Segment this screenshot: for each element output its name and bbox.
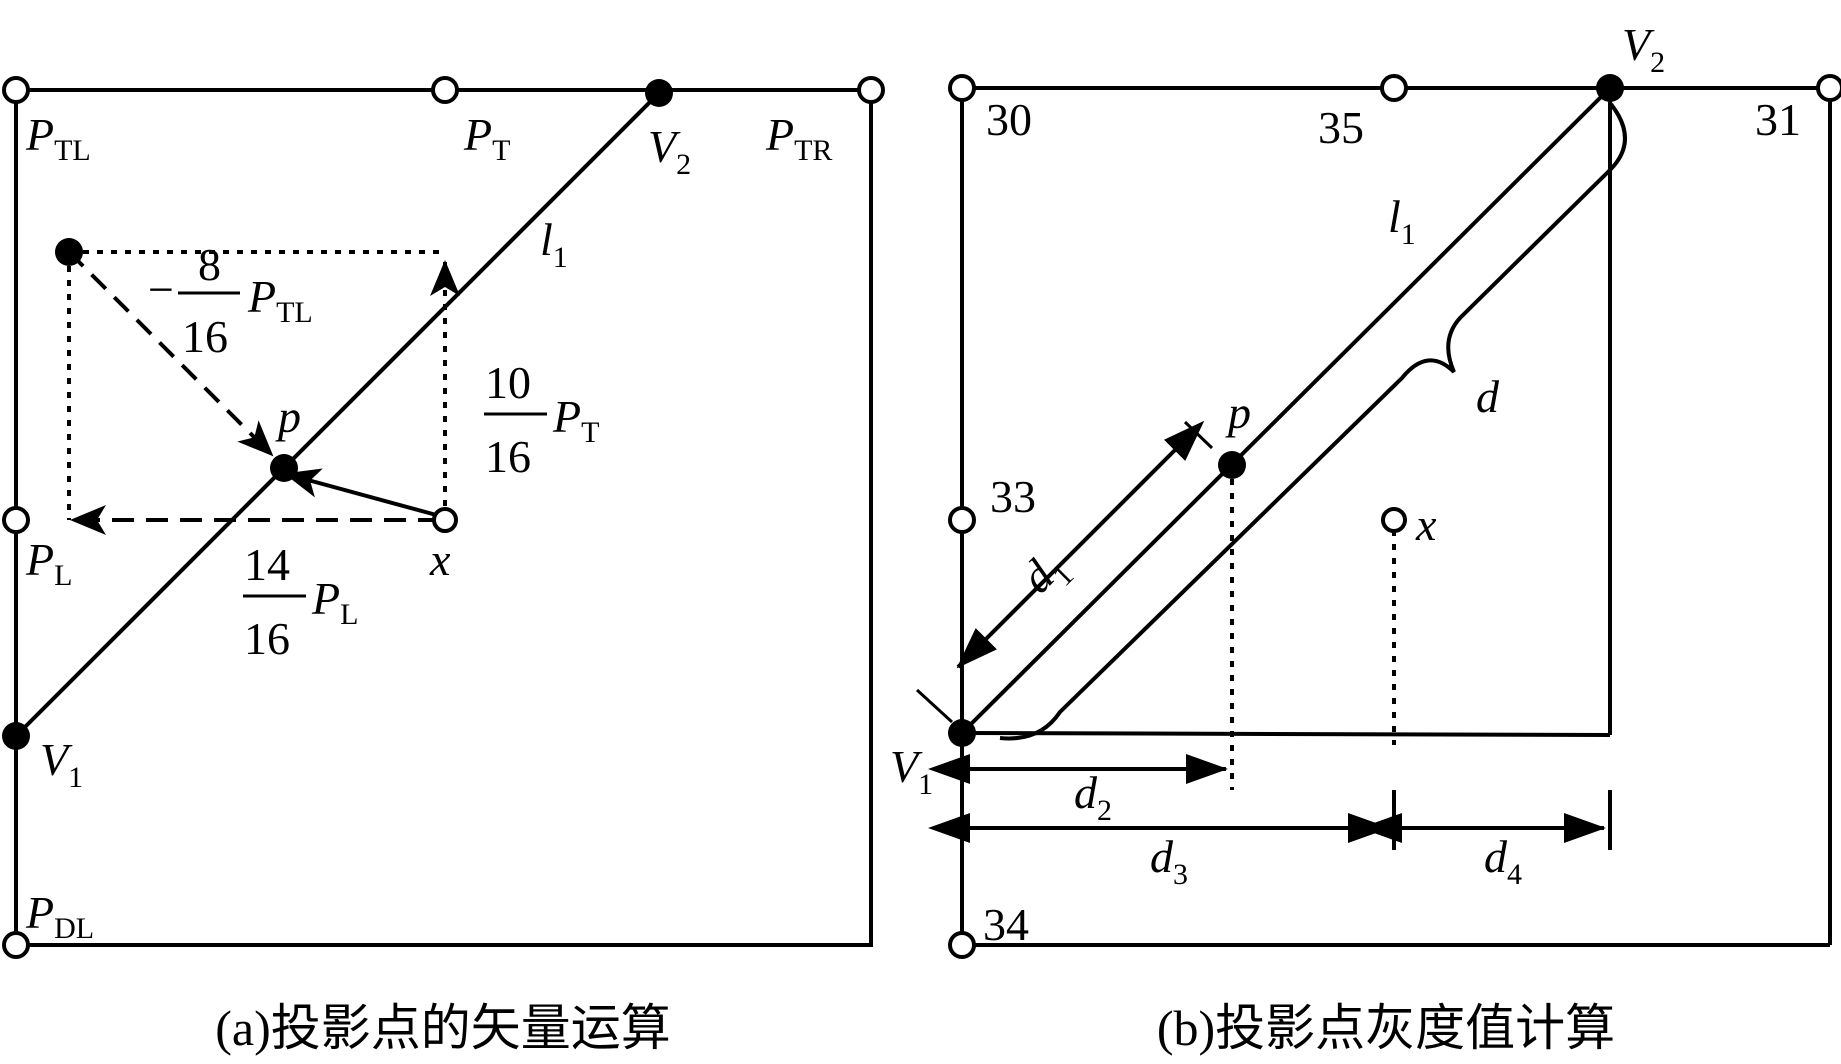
label-pdl: PDL [25,887,94,945]
point-pl [2,506,30,534]
projection-arrow-a [284,468,441,518]
point-b-tl [948,74,976,102]
coef-t-p: PT [552,391,599,449]
coef-tl-den: 16 [182,311,228,362]
point-v2-a [645,79,673,107]
coef-l: 14 16 PL [243,539,358,664]
gray-top-right: 31 [1755,94,1801,145]
label-pt: PT [463,109,510,167]
label-d: d [1476,371,1500,422]
point-b-ml [948,506,976,534]
line-l1-b [960,86,1612,735]
coef-l-den: 16 [244,613,290,664]
coef-t-den: 16 [485,431,531,482]
point-b-tr [1816,74,1841,102]
coef-t: 10 16 PT [484,357,599,482]
point-v2-b [1596,74,1624,102]
point-v1-b [948,719,976,747]
label-x-b: x [1415,499,1437,550]
diagram-b: 30 35 31 33 34 V2 l1 d p x d1 V1 d2 d3 d… [890,19,1841,1056]
label-pl: PL [25,534,72,592]
gray-mid-left: 33 [990,471,1036,522]
horizontal-from-v1 [961,731,1611,737]
point-pdl [2,931,30,959]
coef-tl-num: 8 [198,239,221,290]
point-pt [431,76,459,104]
point-x-a [432,507,458,533]
label-d2: d2 [1074,767,1112,827]
diagram-a: PTL PT PTR V2 l1 p x PL V1 PDL − 8 16 PT… [2,76,885,1056]
coef-l-num: 14 [244,539,290,590]
label-v2-b: V2 [1622,19,1665,79]
dashed-ptl-vector [67,250,274,457]
label-l1-a: l1 [540,214,568,274]
label-v1-b: V1 [890,741,933,801]
label-v2-a: V2 [648,121,691,181]
coef-tl-p: PTL [247,271,313,329]
label-p-a: p [275,391,301,442]
d1-tick-v1 [915,688,954,724]
point-b-bl [948,931,976,959]
point-x-b [1381,507,1407,533]
gray-top-mid: 35 [1318,102,1364,153]
label-ptr: PTR [765,109,832,167]
point-v1-a [2,722,30,750]
caption-b: (b)投影点灰度值计算 [1157,1000,1615,1056]
label-x-a: x [429,534,451,585]
d1-dimension [956,420,1205,669]
gray-bottom-left: 34 [983,899,1029,950]
label-d1: d1 [1011,540,1080,609]
gray-top-left: 30 [986,94,1032,145]
label-l1-b: l1 [1388,191,1416,251]
coef-t-num: 10 [485,357,531,408]
coef-tl: − 8 16 PTL [148,239,313,362]
label-ptl: PTL [25,109,91,167]
label-p-b: p [1225,387,1251,438]
point-p-a [270,454,298,482]
point-ptl [2,76,30,104]
line-l1-a [14,91,661,738]
point-b-tm [1380,74,1408,102]
point-start-a [55,238,83,266]
brace-d [999,101,1627,741]
coef-l-p: PL [311,573,358,631]
label-d4: d4 [1484,831,1522,891]
label-d3: d3 [1150,831,1188,891]
caption-a: (a)投影点的矢量运算 [215,1000,671,1056]
d1-tick-p [1183,420,1214,450]
point-p-b [1218,451,1246,479]
label-v1-a: V1 [40,734,83,794]
point-ptr [857,76,885,104]
coef-tl-sign: − [148,264,174,315]
